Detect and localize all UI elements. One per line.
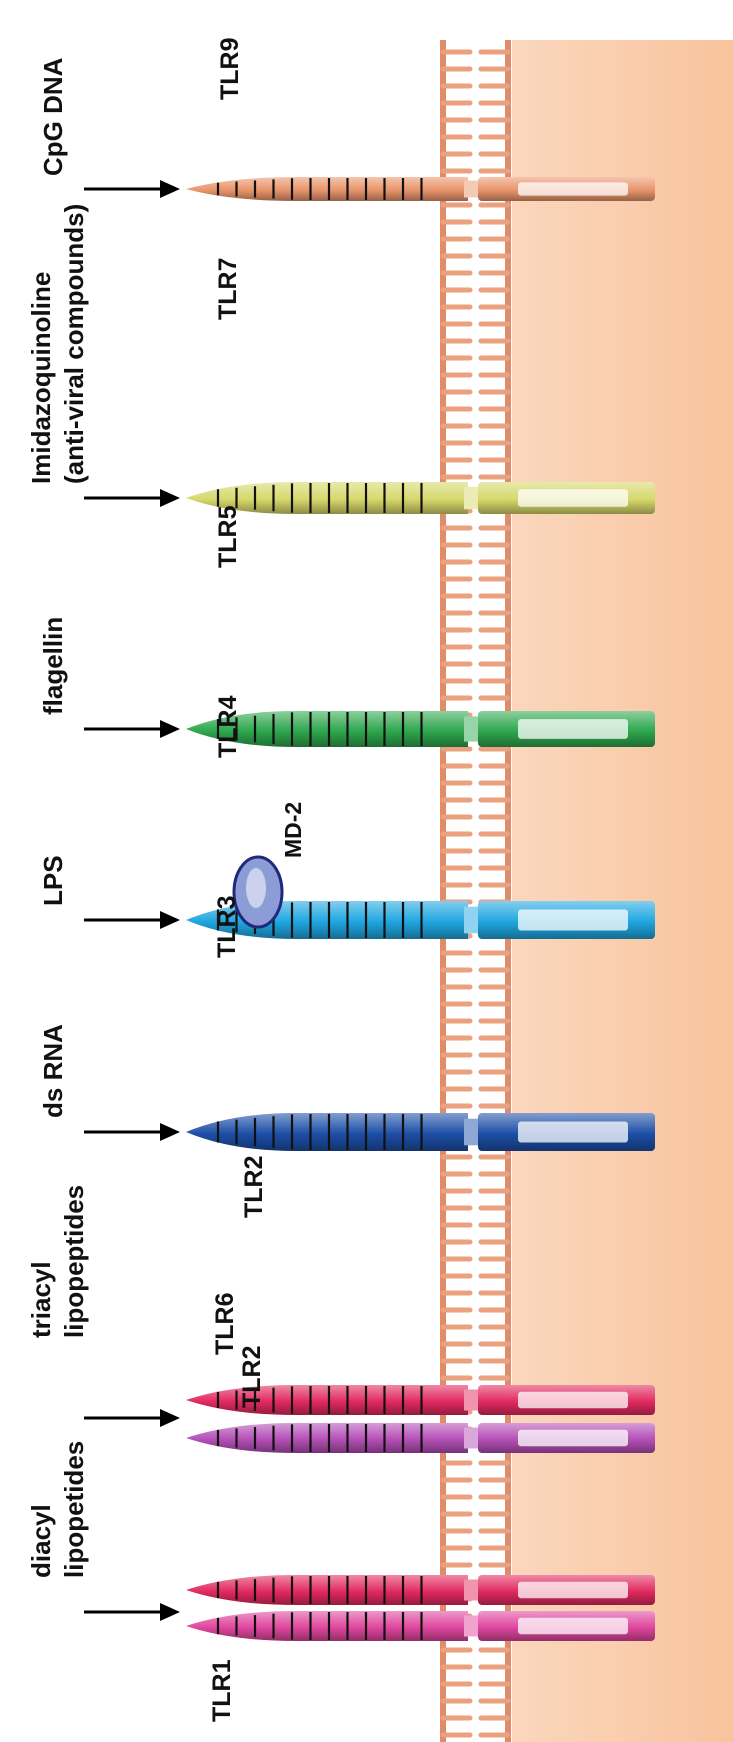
ligand-diacyl-line1: diacyl [26,1504,56,1578]
tlr5-label: TLR5 [216,506,241,569]
arrow-diacyl-head [160,1603,180,1621]
tlr4-transmembrane [464,907,480,934]
tlr1-tir-highlight [518,1618,628,1635]
tlr6-label: TLR6 [213,1293,238,1356]
tlr6-tir-highlight [518,1430,628,1447]
ligand-diacyl-line2: lipopetides [61,1441,87,1578]
md2-highlight [246,868,266,908]
tlr9-ectodomain [186,177,468,201]
tlr3-ectodomain [186,1113,468,1151]
tlr6-ectodomain [186,1423,468,1453]
ligand-cpg-line1: CpG DNA [38,58,68,176]
ligand-dsrna-line1: ds RNA [38,1024,68,1118]
arrow-flagellin-head [160,720,180,738]
arrow-flagellin [84,720,180,738]
ligand-flagellin-line1: flagellin [38,617,68,715]
membrane-band [440,40,512,1742]
tlr6-transmembrane [464,1428,480,1449]
plasma-membrane [440,40,512,1742]
tlr7-label: TLR7 [216,258,241,321]
arrow-lps [84,911,180,929]
tlr9-tir-highlight [518,182,628,195]
md2-label: MD-2 [282,802,305,858]
tlr2_b-ectodomain [186,1385,468,1415]
tlr3-tir-highlight [518,1122,628,1143]
ligand-dsrna-label: ds RNA [40,1024,66,1118]
tlr3-label: TLR3 [215,896,240,959]
tlr1-ectodomain [186,1611,468,1641]
tlr3-transmembrane [464,1119,480,1146]
ligand-triacyl-label: triacyl lipopeptides [28,1185,87,1338]
ligand-triacyl-line1: triacyl [26,1261,56,1338]
tlr2_a-transmembrane [464,1580,480,1601]
tlr3-receptor [186,1113,655,1151]
tlr1-receptor [186,1611,655,1641]
tlr2_a-ectodomain [186,1575,468,1605]
tlr7-receptor [186,482,655,514]
tlr7-transmembrane [464,487,480,509]
ligand-diacyl-label: diacyl lipopetides [28,1441,87,1578]
arrow-triacyl [84,1409,180,1427]
tlr2-b-label: TLR2 [242,1156,267,1219]
arrow-imidazoquinoline-head [160,489,180,507]
ligand-triacyl-line2: lipopeptides [61,1185,87,1338]
arrow-diacyl [84,1603,180,1621]
tlr2_b-transmembrane [464,1390,480,1411]
tlr1-transmembrane [464,1616,480,1637]
tlr4-label: TLR4 [216,696,241,759]
ligand-imidazo-label: Imidazoquinoline (anti-viral compounds) [28,204,87,484]
arrows-layer [84,180,180,1621]
ligand-lps-line1: LPS [38,855,68,906]
cytoplasm-region [508,40,733,1742]
tlr6-receptor [186,1423,655,1453]
tlr2_a-tir-highlight [518,1582,628,1599]
tlr2_a-receptor [186,1575,655,1605]
arrow-cpg-head [160,180,180,198]
tlr9-label: TLR9 [218,38,243,101]
ligand-flagellin-label: flagellin [40,617,66,715]
tlr2_b-tir-highlight [518,1392,628,1409]
arrow-cpg [84,180,180,198]
tlr4-tir-highlight [518,910,628,931]
tlr1-label: TLR1 [210,1660,235,1723]
tlr5-receptor [186,711,655,747]
arrow-imidazoquinoline [84,489,180,507]
tlr7-tir-highlight [518,489,628,507]
tlr5-transmembrane [464,716,480,741]
tlr2-a-label: TLR2 [240,1346,265,1409]
arrow-lps-head [160,911,180,929]
ligand-lps-label: LPS [40,855,66,906]
ligand-imidazo-line2: (anti-viral compounds) [61,204,87,484]
arrow-dsrna-head [160,1123,180,1141]
tlr9-receptor [186,177,655,201]
arrow-dsrna [84,1123,180,1141]
ligand-cpg-label: CpG DNA [40,58,66,176]
arrow-triacyl-head [160,1409,180,1427]
ligand-imidazo-line1: Imidazoquinoline [26,272,56,484]
tlr9-transmembrane [464,181,480,198]
tlr5-tir-highlight [518,719,628,739]
